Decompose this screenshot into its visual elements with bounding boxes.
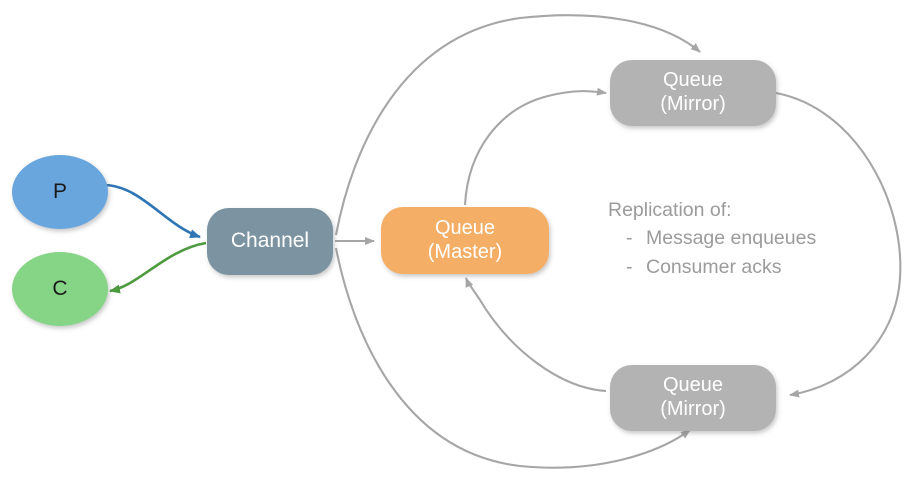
node-producer-shape[interactable] [12,155,108,229]
node-channel-shape[interactable] [207,208,333,275]
list-item: - Message enqueues [608,224,816,252]
node-queue-mirror-bottom-shape[interactable] [610,365,776,431]
edge-mirror-top-to-mirror-bottom [775,91,902,398]
bullet-marker: - [626,227,633,250]
replication-annotation-heading: Replication of: [608,199,732,221]
edge-channel-to-mirror-top [334,14,701,236]
list-item-label: Consumer acks [646,255,782,278]
replication-annotation: Replication of: - Message enqueues - Con… [608,196,816,281]
edge-mirror-bottom-to-master [465,277,607,393]
bullet-marker: - [626,255,633,278]
node-queue-master-shape[interactable] [381,207,549,274]
edge-master-to-mirror-top [463,87,607,206]
edge-channel-to-mirror-bottom [334,247,691,469]
list-item: - Consumer acks [608,253,816,281]
replication-annotation-list: - Message enqueues - Consumer acks [608,224,816,281]
list-item-label: Message enqueues [646,227,817,250]
node-queue-mirror-top-shape[interactable] [610,60,776,126]
edge-producer-to-channel [103,183,201,239]
edge-channel-to-consumer [109,241,207,294]
node-consumer-shape[interactable] [12,252,108,326]
